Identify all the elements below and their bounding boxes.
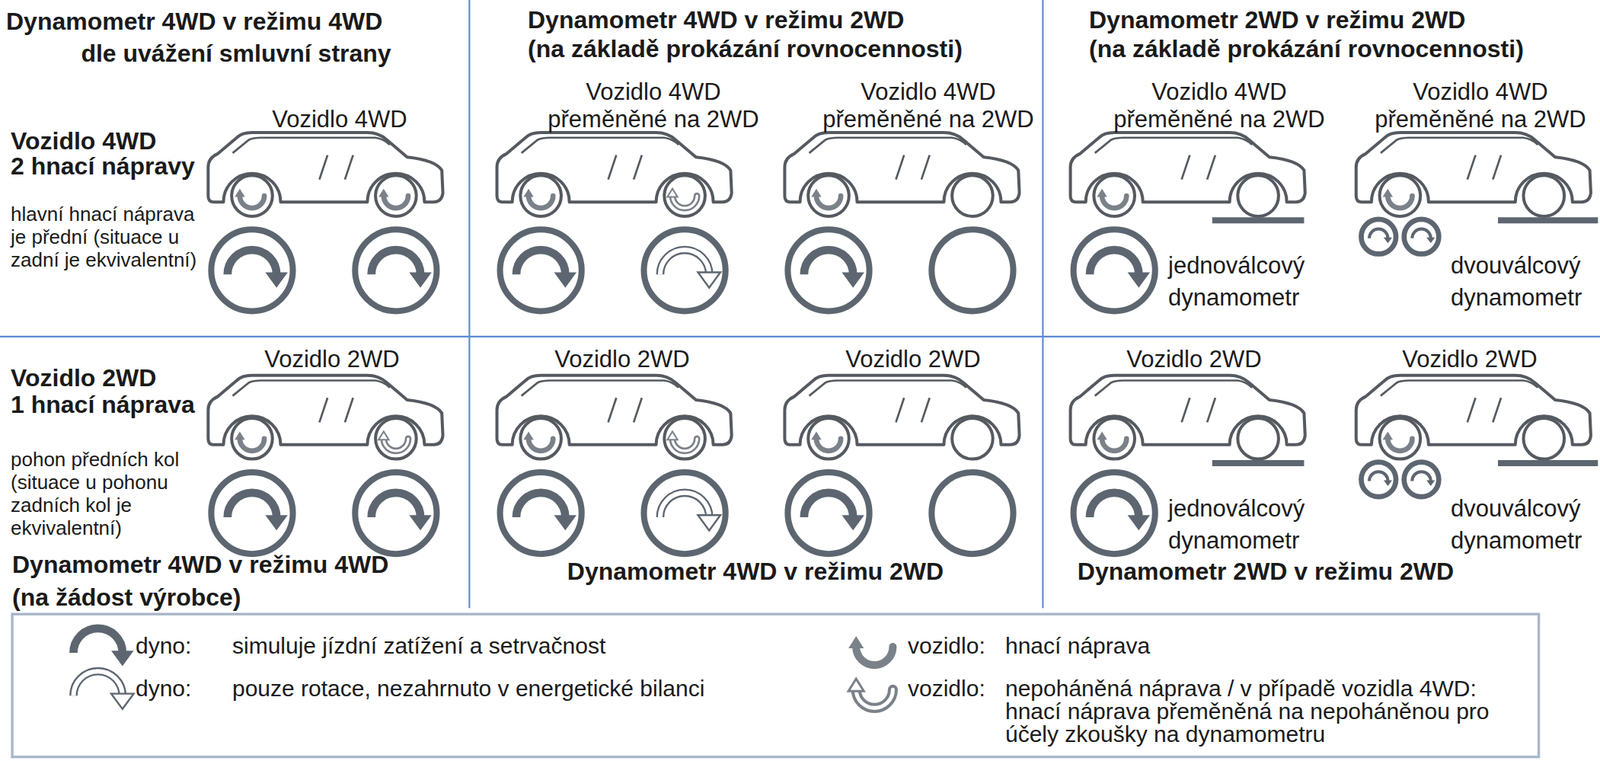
vehicle-label-box: Vozidlo 2WD — [217, 344, 447, 374]
dyno-label: dvouválcový dynamometr — [1450, 249, 1592, 314]
heading-box: Dynamometr 4WD v režimu 2WD — [526, 556, 984, 586]
note-text-box: hlavní hnací náprava je přední (situace … — [10, 202, 202, 272]
vehicle-label: Vozidlo 2WD — [507, 344, 737, 374]
vehicle-label: Vozidlo 4WD přeměněné na 2WD — [814, 78, 1043, 134]
heading: (na žádost výrobce) — [12, 582, 470, 612]
legend-text-box: simuluje jízdní zatížení a setrvačnost — [232, 632, 827, 660]
heading-box: dle uvážení smluvní strany — [45, 38, 427, 68]
legend-text: hnací náprava — [1005, 632, 1524, 660]
heading: (na základě prokázání rovnocennosti) — [527, 34, 1031, 64]
row-2wd — [207, 375, 1598, 554]
heading-box: (na žádost výrobce) — [12, 582, 470, 612]
heading: Dynamometr 4WD v režimu 4WD — [6, 6, 464, 36]
legend-box — [12, 613, 1540, 757]
vehicle-label: Vozidlo 4WD přeměněné na 2WD — [539, 78, 768, 134]
legend-key: vozidlo: — [907, 674, 1007, 703]
legend-key-box: dyno: — [135, 632, 227, 660]
row-label: Vozidlo 4WD — [10, 126, 202, 156]
legend-key: dyno: — [135, 674, 227, 703]
row-label-box: 1 hnací náprava — [10, 389, 202, 419]
legend-text: nepoháněná náprava / v případě vozidla 4… — [1005, 677, 1539, 746]
vehicle-label-box: Vozidlo 2WD — [798, 344, 1028, 374]
legend-key-box: vozidlo: — [907, 632, 1007, 660]
legend-key: dyno: — [135, 632, 227, 660]
vehicle-label-box: Vozidlo 4WD přeměněné na 2WD — [539, 78, 768, 134]
heading: dle uvážení smluvní strany — [45, 38, 427, 68]
heading-box: Dynamometr 4WD v režimu 4WD — [6, 6, 464, 36]
dividers — [0, 0, 1600, 608]
vehicle-label: Vozidlo 2WD — [1355, 344, 1585, 374]
vehicle-label-box: Vozidlo 4WD přeměněné na 2WD — [814, 78, 1043, 134]
row-label-box: 2 hnací nápravy — [10, 151, 202, 181]
heading-box: Dynamometr 4WD v režimu 4WD — [12, 549, 470, 579]
vehicle-label: Vozidlo 2WD — [217, 344, 447, 374]
heading-box: Dynamometr 2WD v režimu 2WD — [1037, 556, 1495, 586]
vehicle-label: Vozidlo 4WD — [225, 105, 454, 134]
vehicle-label-box: Vozidlo 4WD — [225, 105, 454, 134]
heading: (na základě prokázání rovnocennosti) — [1089, 34, 1592, 64]
legend-text-box: hnací náprava — [1005, 632, 1524, 660]
vehicle-label-box: Vozidlo 2WD — [1355, 344, 1585, 374]
legend-text-box: pouze rotace, nezahrnuto v energetické b… — [232, 674, 827, 703]
row-4wd — [207, 132, 1598, 311]
heading: Dynamometr 4WD v režimu 2WD — [526, 556, 984, 586]
dyno-label: dvouválcový dynamometr — [1450, 492, 1592, 557]
legend-text: simuluje jízdní zatížení a setrvačnost — [232, 632, 827, 660]
heading-box: (na základě prokázání rovnocennosti) — [527, 34, 1031, 64]
row-label: Vozidlo 2WD — [10, 363, 202, 393]
vehicle-label: Vozidlo 2WD — [1079, 344, 1309, 374]
legend-text: pouze rotace, nezahrnuto v energetické b… — [232, 674, 827, 703]
row-label-box: Vozidlo 2WD — [10, 363, 202, 393]
legend-key: vozidlo: — [907, 632, 1007, 660]
dyno-label-box: dvouválcový dynamometr — [1450, 492, 1592, 557]
vehicle-label: Vozidlo 4WD přeměněné na 2WD — [1104, 78, 1334, 134]
heading-box: Dynamometr 2WD v režimu 2WD — [1089, 5, 1577, 35]
dyno-label-box: dvouválcový dynamometr — [1450, 249, 1592, 314]
heading: Dynamometr 4WD v režimu 4WD — [12, 549, 470, 579]
note-text-box: pohon předních kol (situace u pohonu zad… — [10, 447, 202, 540]
heading-box: (na základě prokázání rovnocennosti) — [1089, 34, 1592, 64]
legend-key-box: vozidlo: — [907, 674, 1007, 703]
vehicle-label-box: Vozidlo 2WD — [507, 344, 737, 374]
heading: Dynamometr 2WD v režimu 2WD — [1089, 5, 1577, 35]
vehicle-label: Vozidlo 2WD — [798, 344, 1028, 374]
note-text: hlavní hnací náprava je přední (situace … — [10, 202, 202, 272]
heading-box: Dynamometr 4WD v režimu 2WD — [527, 5, 1016, 35]
heading: Dynamometr 2WD v režimu 2WD — [1037, 556, 1495, 586]
note-text: pohon předních kol (situace u pohonu zad… — [10, 447, 202, 540]
vehicle-label: Vozidlo 4WD přeměněné na 2WD — [1366, 78, 1595, 134]
vehicle-label-box: Vozidlo 4WD přeměněné na 2WD — [1366, 78, 1595, 134]
legend-text-box: nepoháněná náprava / v případě vozidla 4… — [1005, 677, 1539, 746]
dyno-label: jednoválcový dynamometr — [1168, 249, 1321, 314]
dyno-label-box: jednoválcový dynamometr — [1168, 492, 1321, 557]
row-label-box: Vozidlo 4WD — [10, 126, 202, 156]
row-label: 2 hnací nápravy — [10, 151, 202, 181]
dyno-label: jednoválcový dynamometr — [1168, 492, 1321, 557]
heading: Dynamometr 4WD v režimu 2WD — [527, 5, 1016, 35]
row-label: 1 hnací náprava — [10, 389, 202, 419]
vehicle-label-box: Vozidlo 2WD — [1079, 344, 1309, 374]
vehicle-label-box: Vozidlo 4WD přeměněné na 2WD — [1104, 78, 1334, 134]
dyno-label-box: jednoválcový dynamometr — [1168, 249, 1321, 314]
legend-key-box: dyno: — [135, 674, 227, 703]
